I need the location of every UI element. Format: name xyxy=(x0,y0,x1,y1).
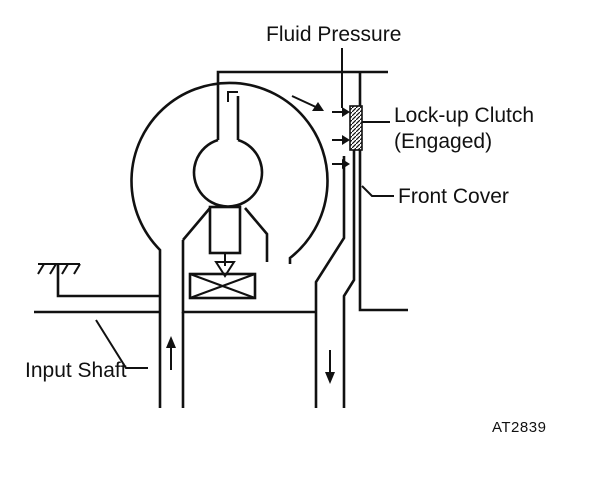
front-cover-wall xyxy=(358,72,408,312)
label-lockup-engaged: (Engaged) xyxy=(394,130,492,153)
label-input-shaft: Input Shaft xyxy=(25,359,127,382)
pressure-arrowhead-top xyxy=(342,107,350,117)
label-front-cover: Front Cover xyxy=(398,185,509,208)
flow-hook xyxy=(227,91,238,102)
input-shaft-tube xyxy=(158,260,185,408)
flow-arrowhead-swirl xyxy=(312,102,324,111)
torus-housing xyxy=(130,81,329,264)
ground-symbol xyxy=(37,263,81,275)
pressure-arrowhead-mid xyxy=(342,135,350,145)
label-fluid-pressure: Fluid Pressure xyxy=(266,23,401,46)
center-bulb xyxy=(192,138,264,208)
stator-arrow xyxy=(214,253,236,278)
label-lockup-clutch: Lock-up Clutch xyxy=(394,104,534,127)
one-way-clutch xyxy=(188,272,257,300)
inner-wall-right xyxy=(244,207,269,262)
flow-arrow-swirl xyxy=(291,95,319,109)
cover-top xyxy=(216,70,388,96)
output-flow-arrowhead xyxy=(325,372,335,384)
inner-wall-left xyxy=(182,207,211,241)
stator-block xyxy=(208,205,242,255)
one-way-clutch-cross xyxy=(189,273,256,299)
figure-code: AT2839 xyxy=(492,419,546,436)
input-flow-arrowhead xyxy=(166,336,176,348)
engine-connection xyxy=(56,264,160,298)
lockup-piston-inner xyxy=(342,150,356,408)
lockup-piston-outer xyxy=(314,156,346,408)
clutch-facing xyxy=(349,105,363,151)
leader-front-cover xyxy=(361,185,394,197)
leader-input-shaft xyxy=(95,319,148,369)
pressure-arrowhead-low xyxy=(342,159,350,169)
